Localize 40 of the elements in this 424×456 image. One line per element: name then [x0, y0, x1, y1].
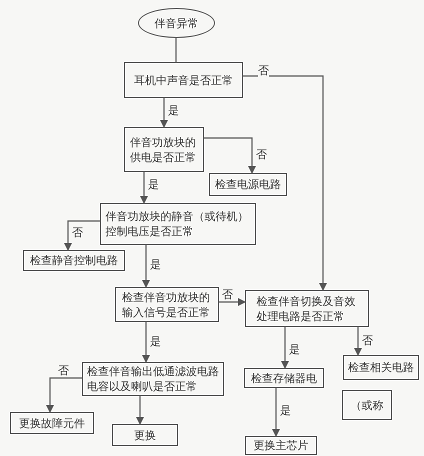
- arrow: [136, 396, 144, 425]
- edge-label: 是: [168, 104, 179, 117]
- process-box: （或称: [342, 390, 392, 420]
- arrow: [243, 75, 327, 291]
- arrow: [204, 137, 256, 174]
- edge-label: 否: [258, 64, 269, 77]
- process-box: 检查电源电路: [209, 173, 287, 196]
- arrow: [64, 220, 100, 251]
- process-box: 伴音功放块的静音（或待机）控制电压是否正常: [100, 203, 256, 245]
- process-box: 检查静音控制电路: [23, 250, 125, 271]
- edge-label: 否: [222, 288, 233, 301]
- process-box: 检查相关电路: [343, 355, 419, 380]
- edge-label: 是: [148, 178, 159, 191]
- arrow: [140, 172, 148, 204]
- arrow: [142, 322, 150, 363]
- process-box: 更换主芯片: [245, 436, 317, 455]
- process-box: 伴音功放块的供电是否正常: [124, 127, 204, 172]
- arrow: [272, 388, 280, 437]
- edge-label: 是: [150, 335, 161, 348]
- edge-label: 是: [280, 404, 291, 417]
- arrow: [160, 98, 168, 128]
- process-box: 检查伴音输出低通滤波电路电容以及喇叭是否正常: [82, 362, 224, 396]
- process-box: 耳机中声音是否正常: [124, 62, 243, 98]
- process-box: 检查伴音切换及音效处理电路是否正常: [245, 290, 369, 327]
- process-box: 检查存储器电: [244, 368, 324, 388]
- process-box: 更换: [112, 424, 178, 446]
- arrow: [281, 327, 289, 369]
- edge-label: 否: [72, 226, 83, 239]
- process-box: 更换故障元件: [10, 412, 94, 434]
- arrow: [46, 377, 82, 413]
- arrow: [219, 298, 246, 306]
- edge-label: 否: [58, 364, 69, 377]
- edge-label: 否: [256, 148, 267, 161]
- edge-label: 否: [362, 334, 373, 347]
- arrow: [142, 245, 150, 288]
- process-box: 检查伴音功放块的输入信号是否正常: [115, 287, 219, 322]
- start-ellipse: 伴音异常: [138, 8, 215, 38]
- arrow: [354, 327, 362, 356]
- edge-label: 是: [150, 258, 161, 271]
- edge-label: 是: [289, 343, 300, 356]
